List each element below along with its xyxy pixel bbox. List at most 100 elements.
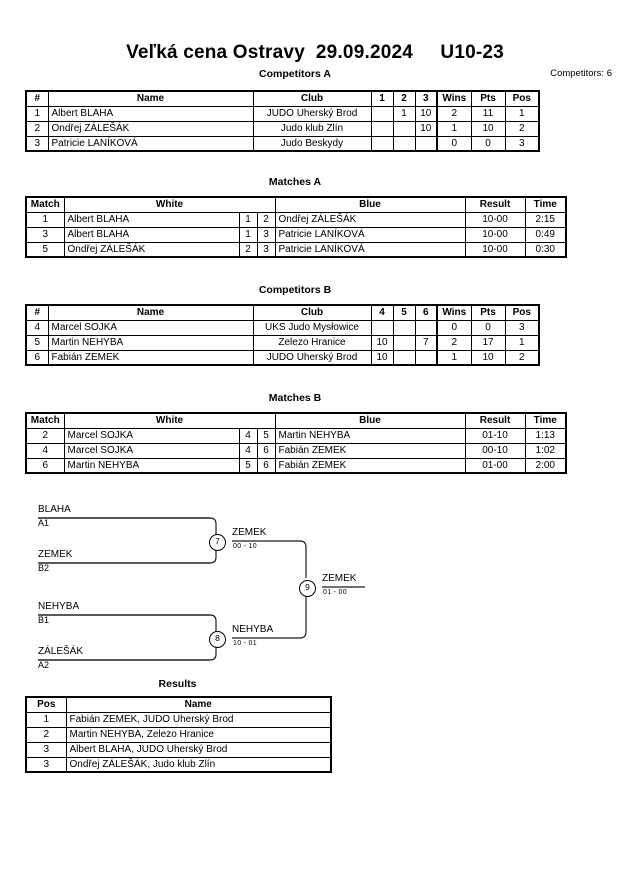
- cell-white: Albert BLAHA: [63, 211, 240, 228]
- col-blue: Blue: [274, 196, 466, 213]
- table-row: 4 Marcel SOJKA 4 6 Fabián ZEMEK 00-10 1:…: [25, 442, 567, 459]
- cell-name: Ondřej ZÁLEŠÁK: [47, 120, 254, 137]
- cell-blue-no: 6: [256, 442, 276, 459]
- cell-white-no: 2: [238, 241, 258, 258]
- cell-num: 3: [25, 135, 49, 152]
- cell-num: 1: [25, 105, 49, 122]
- cell-name: Fabián ZEMEK: [47, 349, 254, 366]
- cell-name: Marcel SOJKA: [47, 319, 254, 336]
- bracket-entry-code: A1: [38, 518, 50, 528]
- cell-num: 4: [25, 319, 49, 336]
- table-row: 3 Patricie LANÍKOVÁ Judo Beskydy 0 0 3: [25, 135, 540, 152]
- cell-m3: [414, 135, 438, 152]
- cell-white-no: 1: [238, 226, 258, 243]
- cell-pts: 0: [470, 135, 506, 152]
- cell-m3: 10: [414, 105, 438, 122]
- cell-club: Judo klub Zlín: [252, 120, 372, 137]
- col-pos: Pos: [25, 696, 67, 713]
- cell-time: 1:02: [524, 442, 567, 459]
- cell-pts: 10: [470, 349, 506, 366]
- cell-m5: [392, 319, 416, 336]
- cell-result: 10-00: [464, 241, 526, 258]
- competitors-a-table: # Name Club 1 2 3 Wins Pts Pos 1 Albert …: [25, 90, 540, 152]
- bracket-score: 10 - 01: [233, 640, 257, 647]
- cell-match: 3: [25, 226, 65, 243]
- cell-m4: [370, 319, 394, 336]
- cell-wins: 1: [436, 120, 472, 137]
- table-row: 3 Ondřej ZÁLEŠÁK, Judo klub Zlín: [25, 756, 332, 773]
- bracket-winner-name: NEHYBA: [232, 624, 274, 635]
- cell-club: Zelezo Hranice: [252, 334, 372, 351]
- table-header-row: Pos Name: [25, 696, 332, 713]
- bracket-entry-name: NEHYBA: [38, 601, 80, 612]
- bracket-node-9: 9: [299, 580, 316, 597]
- cell-pos: 1: [504, 105, 540, 122]
- matches-a-table: Match White Blue Result Time 1 Albert BL…: [25, 196, 567, 258]
- col-m6: 6: [414, 304, 438, 321]
- col-pos: Pos: [504, 90, 540, 107]
- col-pos: Pos: [504, 304, 540, 321]
- cell-m2: [392, 120, 416, 137]
- cell-m4: 10: [370, 334, 394, 351]
- table-header-row: # Name Club 1 2 3 Wins Pts Pos: [25, 90, 540, 107]
- cell-club: Judo Beskydy: [252, 135, 372, 152]
- cell-name: Ondřej ZÁLEŠÁK, Judo klub Zlín: [65, 756, 332, 773]
- cell-wins: 0: [436, 135, 472, 152]
- cell-m2: [392, 135, 416, 152]
- bracket-node-7: 7: [209, 534, 226, 551]
- col-result: Result: [464, 412, 526, 429]
- competitors-b-caption: Competitors B: [258, 284, 332, 296]
- cell-club: UKS Judo Mysłowice: [252, 319, 372, 336]
- cell-match: 5: [25, 241, 65, 258]
- competitors-b-table: # Name Club 4 5 6 Wins Pts Pos 4 Marcel …: [25, 304, 540, 366]
- cell-blue: Martin NEHYBA: [274, 427, 466, 444]
- cell-result: 10-00: [464, 211, 526, 228]
- col-num: #: [25, 304, 49, 321]
- cell-pos: 2: [504, 120, 540, 137]
- col-blue: Blue: [274, 412, 466, 429]
- col-pts: Pts: [470, 304, 506, 321]
- cell-blue: Fabián ZEMEK: [274, 442, 466, 459]
- cell-m4: 10: [370, 349, 394, 366]
- cell-blue-no: 6: [256, 457, 276, 474]
- cell-result: 00-10: [464, 442, 526, 459]
- bracket-score: 01 - 00: [323, 589, 347, 596]
- cell-m1: [370, 120, 394, 137]
- cell-blue: Ondřej ZÁLEŠÁK: [274, 211, 466, 228]
- cell-blue: Patricie LANÍKOVÁ: [274, 226, 466, 243]
- col-num: #: [25, 90, 49, 107]
- cell-time: 2:00: [524, 457, 567, 474]
- cell-pts: 17: [470, 334, 506, 351]
- cell-time: 0:49: [524, 226, 567, 243]
- cell-blue-no: 2: [256, 211, 276, 228]
- bracket-entry-name: ZEMEK: [38, 549, 73, 560]
- table-row: 1 Albert BLAHA JUDO Uherský Brod 1 10 2 …: [25, 105, 540, 122]
- cell-pos: 2: [504, 349, 540, 366]
- col-result: Result: [464, 196, 526, 213]
- cell-m6: [414, 319, 438, 336]
- page-title: Veľká cena Ostravy 29.09.2024 U10-23: [126, 42, 504, 63]
- cell-match: 2: [25, 427, 65, 444]
- bracket-entry-code: B1: [38, 615, 50, 625]
- cell-num: 6: [25, 349, 49, 366]
- matches-a-caption: Matches A: [268, 176, 322, 188]
- col-white: White: [63, 412, 276, 429]
- bracket-score: 00 - 10: [233, 543, 257, 550]
- bracket-entry-code: B2: [38, 563, 50, 573]
- table-row: 6 Martin NEHYBA 5 6 Fabián ZEMEK 01-00 2…: [25, 457, 567, 474]
- cell-wins: 1: [436, 349, 472, 366]
- cell-name: Fabián ZEMEK, JUDO Uherský Brod: [65, 711, 332, 728]
- results-table: Pos Name 1 Fabián ZEMEK, JUDO Uherský Br…: [25, 696, 332, 773]
- cell-time: 2:15: [524, 211, 567, 228]
- cell-name: Albert BLAHA, JUDO Uherský Brod: [65, 741, 332, 758]
- col-m5: 5: [392, 304, 416, 321]
- col-m1: 1: [370, 90, 394, 107]
- cell-pos: 1: [25, 711, 67, 728]
- col-wins: Wins: [436, 304, 472, 321]
- bracket-winner-name: ZEMEK: [232, 527, 267, 538]
- matches-b-caption: Matches B: [268, 392, 322, 404]
- cell-m3: 10: [414, 120, 438, 137]
- cell-pos: 3: [25, 741, 67, 758]
- col-m3: 3: [414, 90, 438, 107]
- cell-name: Martin NEHYBA, Zelezo Hranice: [65, 726, 332, 743]
